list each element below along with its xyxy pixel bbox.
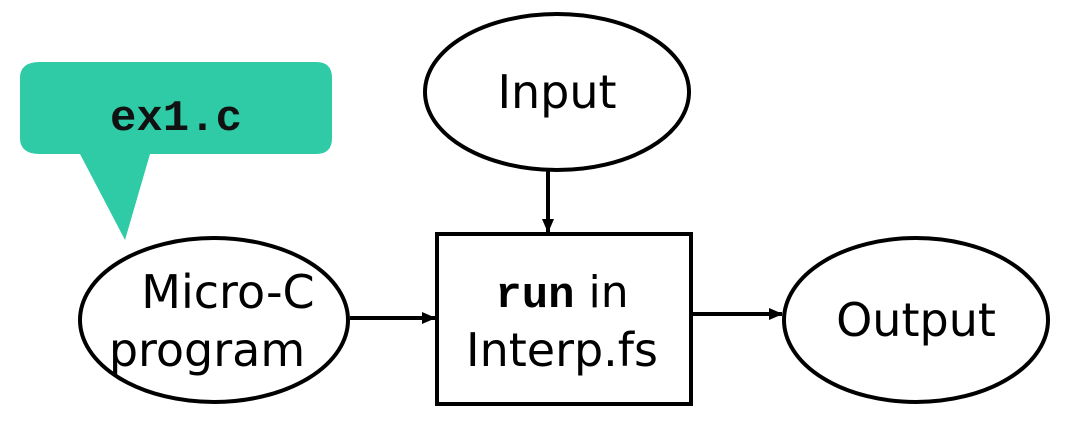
input-label: Input <box>497 65 616 119</box>
callout-label: ex1.c <box>110 94 242 144</box>
program-label-line1: Micro-C <box>141 265 314 319</box>
callout-bubble: ex1.c <box>20 62 332 240</box>
interpreter-label-line2: Interp.fs <box>466 323 658 377</box>
interpreter-label-in: in <box>575 267 629 318</box>
program-node: Micro-C program <box>78 236 350 404</box>
input-ellipse <box>423 12 691 172</box>
callout-shape <box>20 62 332 240</box>
output-label: Output <box>836 293 996 347</box>
output-node: Output <box>782 236 1050 404</box>
program-label-line2: program <box>109 323 305 377</box>
output-ellipse <box>782 236 1050 404</box>
run-command: run <box>495 271 574 321</box>
interpreter-box <box>435 232 693 406</box>
input-node: Input <box>423 12 691 172</box>
interpreter-label-line1: run in <box>495 267 628 321</box>
program-ellipse <box>78 236 350 404</box>
interpreter-node: run in Interp.fs <box>435 232 693 406</box>
